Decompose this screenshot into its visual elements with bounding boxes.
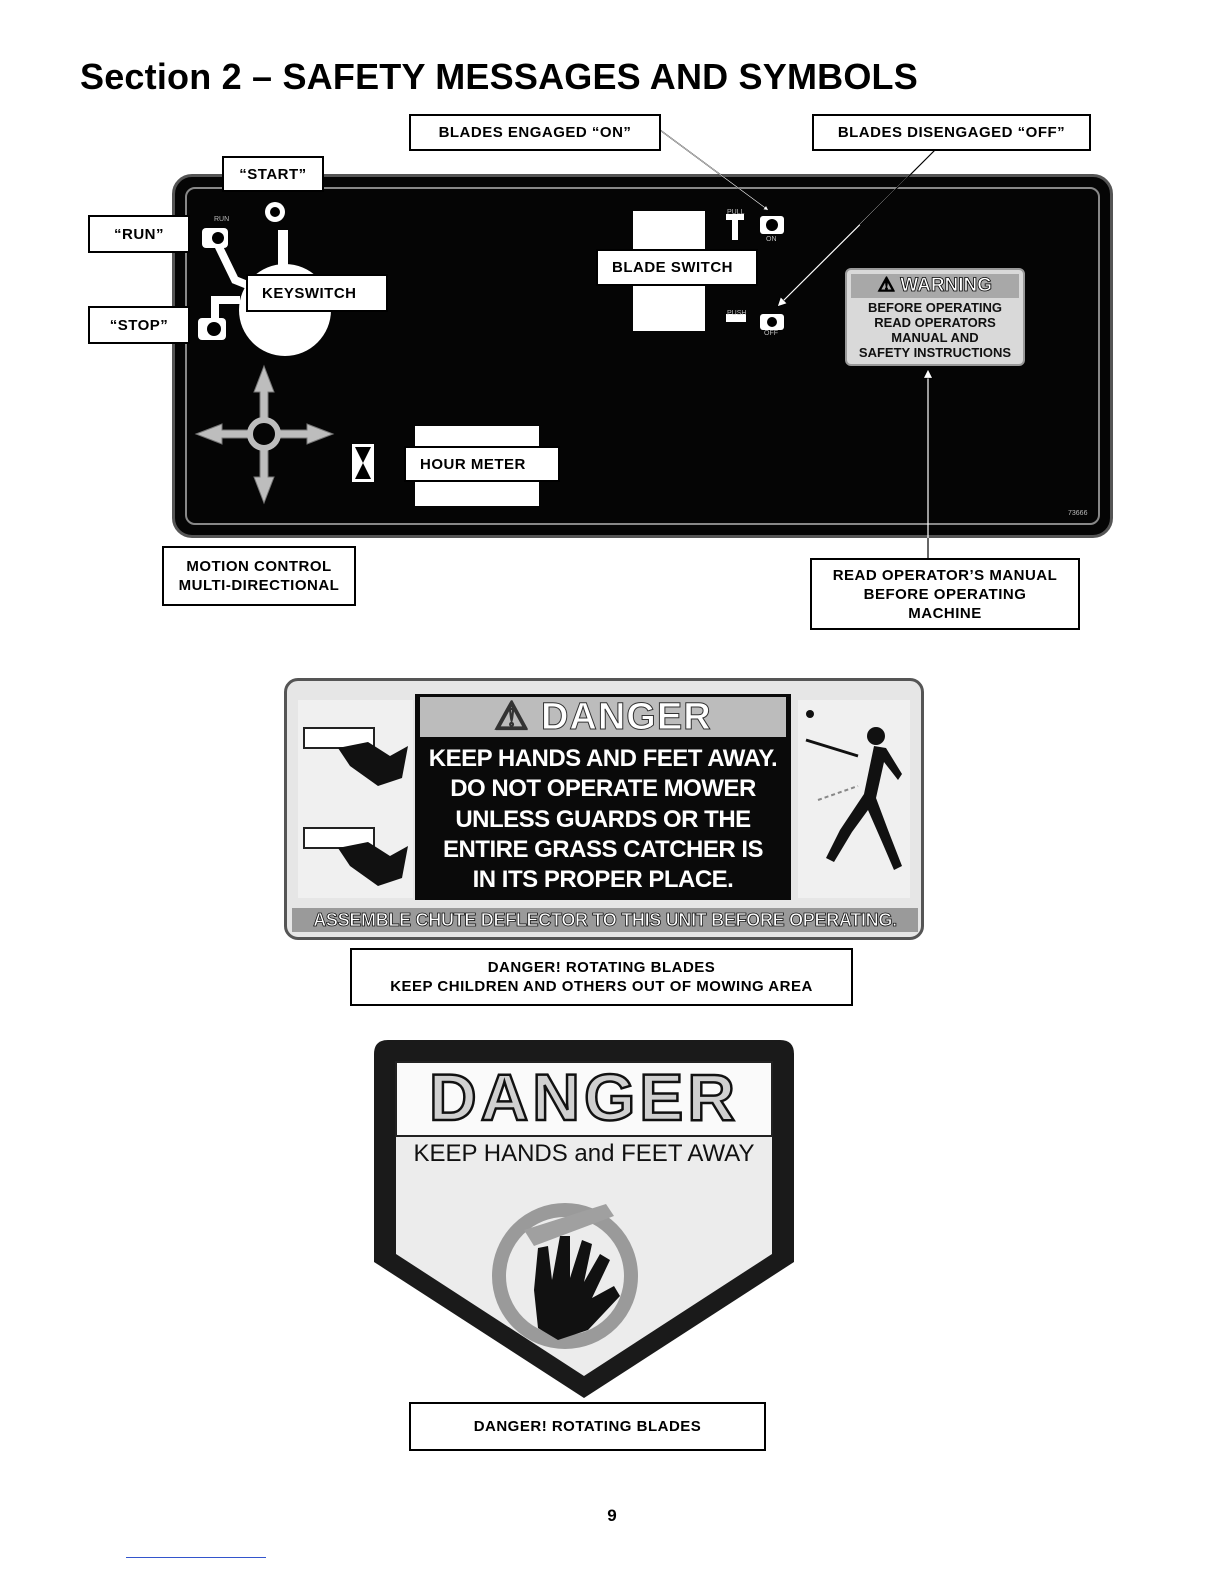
blade-switch-callout: BLADE SWITCH — [596, 249, 758, 286]
motion-control-callout: MOTION CONTROL MULTI-DIRECTIONAL — [162, 546, 356, 606]
danger-2-heading: DANGER — [428, 1059, 739, 1136]
page-number: 9 — [607, 1506, 617, 1525]
run-small-label: RUN — [214, 216, 230, 223]
read-manual-line-1: READ OPERATOR’S MANUAL — [832, 566, 1058, 584]
warning-line-2: READ OPERATORS — [874, 315, 996, 330]
rotating-blade-hand-icon — [492, 1203, 638, 1349]
read-manual-line-3: MACHINE — [908, 604, 982, 622]
start-icon — [265, 202, 285, 222]
danger-1-line-5: IN ITS PROPER PLACE. — [472, 866, 734, 893]
warning-heading: ⚠ WARNING — [851, 274, 1019, 298]
blades-engaged-callout: BLADES ENGAGED “ON” — [409, 114, 661, 151]
danger-decal-2 — [374, 1040, 794, 1398]
warning-line-4: SAFETY INSTRUCTIONS — [858, 345, 1012, 360]
keyswitch-callout: KEYSWITCH — [246, 274, 388, 312]
danger-1-line-2: DO NOT OPERATE MOWER — [450, 775, 756, 802]
warning-line-3: MANUAL AND — [891, 330, 979, 345]
panel-border — [185, 187, 1100, 525]
danger-2-caption: DANGER! ROTATING BLADES — [409, 1402, 766, 1451]
danger-2-subheading: KEEP HANDS and FEET AWAY — [413, 1140, 755, 1167]
off-label: OFF — [764, 330, 778, 337]
thrown-object-icon — [798, 700, 910, 898]
footer-rule — [126, 1557, 266, 1558]
danger-1-caption-line-2: KEEP CHILDREN AND OTHERS OUT OF MOWING A… — [390, 978, 813, 995]
pull-label: PULL — [727, 209, 745, 216]
page-title: Section 2 – SAFETY MESSAGES AND SYMBOLS — [80, 56, 918, 97]
warning-line-1: BEFORE OPERATING — [867, 300, 1003, 315]
hand-blade-icon — [298, 700, 413, 898]
on-label: ON — [766, 236, 777, 243]
danger-1-bottom-strip: ASSEMBLE CHUTE DEFLECTOR TO THIS UNIT BE… — [292, 908, 918, 932]
push-label: PUSH — [727, 310, 747, 317]
run-icon — [202, 228, 228, 248]
danger-1-heading: ⚠ DANGER — [420, 696, 786, 738]
keyswitch-stem-top — [278, 230, 288, 270]
danger-1-triangle-icon: ⚠ — [494, 696, 541, 738]
danger-1-line-1: KEEP HANDS AND FEET AWAY. — [428, 745, 778, 772]
danger-1-line-3: UNLESS GUARDS OR THE — [455, 806, 751, 833]
blades-disengaged-callout: BLADES DISENGAGED “OFF” — [812, 114, 1091, 151]
warning-triangle-icon: ⚠ — [877, 275, 901, 297]
warning-decal: ⚠ WARNING BEFORE OPERATING READ OPERATOR… — [845, 268, 1025, 366]
danger-1-line-4: ENTIRE GRASS CATCHER IS — [442, 836, 764, 863]
part-number: 73666 — [1068, 510, 1088, 517]
stop-callout: “STOP” — [88, 306, 190, 344]
run-callout: “RUN” — [88, 215, 190, 253]
danger-1-caption-line-1: DANGER! ROTATING BLADES — [487, 959, 716, 976]
motion-control-line-1: MOTION CONTROL — [186, 558, 332, 575]
danger-1-heading-text: DANGER — [540, 696, 712, 738]
motion-control-icon — [194, 364, 335, 505]
danger-1-caption: DANGER! ROTATING BLADES KEEP CHILDREN AN… — [350, 948, 853, 1006]
hour-meter-callout: HOUR METER — [404, 446, 560, 482]
motion-control-line-2: MULTI-DIRECTIONAL — [178, 577, 340, 594]
warning-heading-text: WARNING — [900, 275, 993, 297]
stop-icon — [198, 318, 226, 340]
blade-on-icon — [726, 214, 784, 240]
start-callout: “START” — [222, 156, 324, 192]
leader-lines — [659, 129, 936, 558]
read-manual-callout: READ OPERATOR’S MANUAL BEFORE OPERATING … — [810, 558, 1080, 630]
hourglass-icon — [352, 444, 374, 482]
blade-off-icon — [726, 314, 784, 330]
read-manual-line-2: BEFORE OPERATING — [863, 585, 1027, 603]
